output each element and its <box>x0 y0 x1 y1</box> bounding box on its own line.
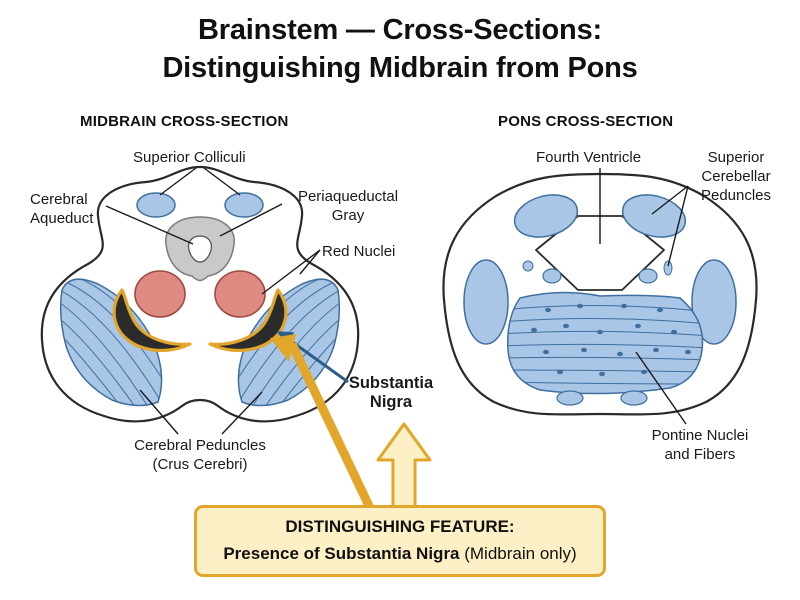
midbrain-heading: MIDBRAIN CROSS-SECTION <box>80 113 289 130</box>
pontine-nuclei-dots <box>531 303 691 377</box>
title-line-1: Brainstem — Cross-Sections: <box>198 14 602 46</box>
red-nucleus-left <box>134 270 186 318</box>
label-periaqueductal-gray: Periaqueductal Gray <box>297 188 399 224</box>
substantia-nigra-left <box>112 288 192 353</box>
ventral-nucleus <box>556 390 584 406</box>
label-pontine-nuclei: Pontine Nuclei and Fibers <box>651 427 749 463</box>
midbrain-leader-lines <box>105 167 321 435</box>
lateral-peduncle-right <box>691 259 737 345</box>
label-superior-cerebellar-peduncles: Superior Cerebellar Peduncles <box>700 149 772 204</box>
red-nucleus-right <box>214 270 266 318</box>
pons-heading: PONS CROSS-SECTION <box>498 113 674 130</box>
label-substantia-nigra: Substantia Nigra <box>348 374 434 411</box>
superior-cerebellar-peduncle-right <box>621 194 687 238</box>
basis-pontis <box>507 291 704 395</box>
tegmental-nucleus <box>663 260 673 276</box>
label-cerebral-peduncles: Cerebral Peduncles (Crus Cerebri) <box>134 437 266 473</box>
callout-body-bold: Presence of Substantia Nigra <box>223 544 460 563</box>
lateral-peduncle-left <box>463 259 509 345</box>
cerebral-peduncle-left <box>59 278 163 407</box>
callout-heading: DISTINGUISHING FEATURE: <box>285 517 515 536</box>
tegmental-nucleus <box>542 268 562 284</box>
superior-colliculus-left <box>136 192 176 218</box>
pons-leader-lines <box>599 168 689 425</box>
callout-body: Presence of Substantia Nigra (Midbrain o… <box>197 544 603 564</box>
distinguishing-feature-callout: DISTINGUISHING FEATURE: Presence of Subs… <box>194 505 606 577</box>
fourth-ventricle <box>535 215 665 291</box>
label-superior-colliculi: Superior Colliculi <box>133 149 246 166</box>
title-line-2: Distinguishing Midbrain from Pons <box>162 52 638 84</box>
ventral-nucleus <box>620 390 648 406</box>
substantia-nigra-right <box>208 288 288 353</box>
tegmental-nucleus <box>638 268 658 284</box>
superior-cerebellar-peduncle-left <box>513 194 579 238</box>
label-cerebral-aqueduct: Cerebral Aqueduct <box>30 191 94 227</box>
tegmental-nucleus <box>522 260 534 272</box>
cerebral-aqueduct <box>187 235 213 263</box>
label-fourth-ventricle: Fourth Ventricle <box>536 149 642 166</box>
pons-section <box>442 168 758 425</box>
highlight-arrow <box>270 334 432 510</box>
label-red-nuclei: Red Nuclei <box>322 243 396 260</box>
superior-colliculus-right <box>224 192 264 218</box>
callout-body-rest: (Midbrain only) <box>459 544 577 563</box>
